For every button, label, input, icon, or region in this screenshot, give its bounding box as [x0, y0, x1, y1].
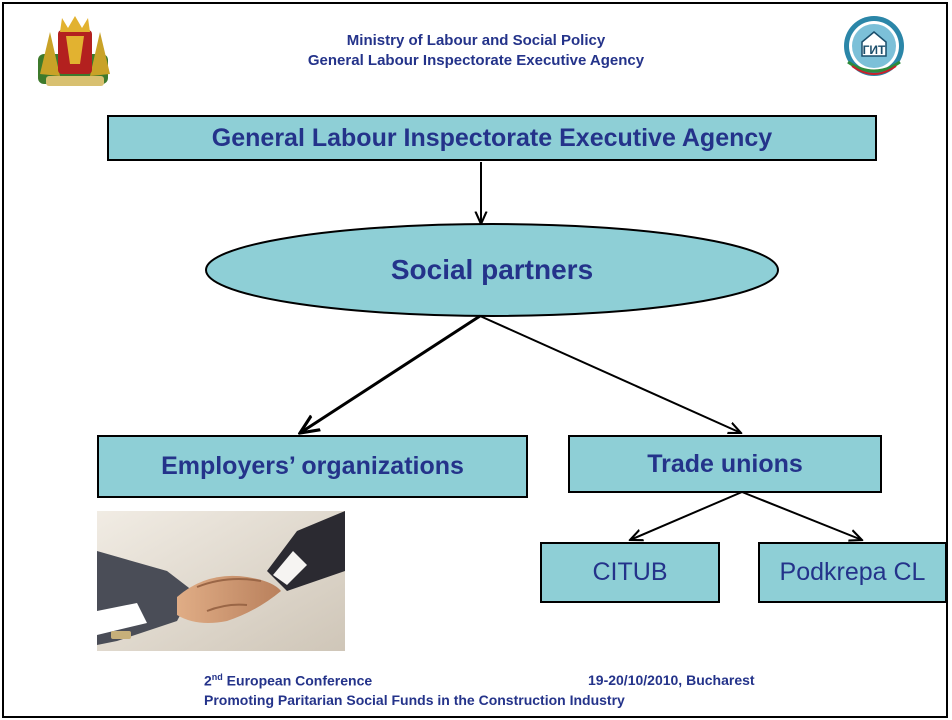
- footer-conference-num: 2: [204, 672, 212, 689]
- footer-theme: Promoting Paritarian Social Funds in the…: [204, 692, 625, 708]
- header-ministry-title: Ministry of Labour and Social Policy: [346, 32, 606, 49]
- connector-ellipse-to-employers: [300, 314, 481, 433]
- footer-conference-sup: nd: [211, 672, 223, 682]
- box-employers-organizations: Employers’ organizations: [97, 435, 528, 498]
- box-citub: CITUB: [540, 542, 720, 603]
- top-box-agency: General Labour Inspectorate Executive Ag…: [107, 115, 877, 161]
- box-trade-unions: Trade unions: [568, 435, 882, 493]
- footer-conference-rest: European Conference: [222, 672, 373, 689]
- footer-date-place: 19-20/10/2010, Bucharest: [588, 672, 755, 688]
- header-agency-subtitle: General Labour Inspectorate Executive Ag…: [307, 52, 645, 69]
- connector-unions-to-podkrepa: [741, 491, 862, 540]
- box-podkrepa-cl: Podkrepa CL: [758, 542, 947, 603]
- connector-unions-to-citub: [630, 491, 743, 540]
- footer-conference: 2nd European Conference: [204, 672, 372, 689]
- social-partners-ellipse: [205, 223, 779, 317]
- connector-ellipse-to-unions: [479, 315, 741, 433]
- handshake-photo: [97, 511, 345, 651]
- ellipse-label-social-partners: Social partners: [390, 254, 594, 285]
